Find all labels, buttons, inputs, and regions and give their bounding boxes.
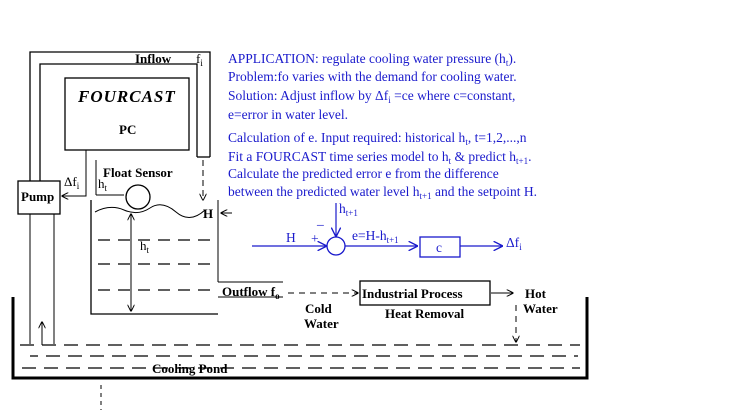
note-line-8: between the predicted water level ht+1 a… <box>228 184 537 201</box>
pump-control-arrow <box>62 150 87 196</box>
pc-box <box>64 77 190 151</box>
note-line-3: Solution: Adjust inflow by Δfi =ce where… <box>228 88 515 105</box>
inflow-label: Inflow <box>135 51 172 66</box>
pump-pipe <box>29 214 55 344</box>
note-line-7: Calculate the predicted error e from the… <box>228 166 499 181</box>
tank-water-dashes <box>98 239 212 291</box>
note-line-6: Fit a FOURCAST time series model to ht &… <box>228 149 531 166</box>
hot-water-label: Water <box>523 301 558 316</box>
loop-ht1-label: ht+1 <box>339 201 358 218</box>
cooling-pond-label: Cooling Pond <box>152 361 228 376</box>
cold-water-label: Water <box>304 316 339 331</box>
loop-minus-sign: _ <box>316 212 324 227</box>
note-line-2: Problem:fo varies with the demand for co… <box>228 69 517 84</box>
cold-label: Cold <box>305 301 333 316</box>
gain-c-box <box>419 236 461 258</box>
outflow-label: Outflow fo <box>222 284 280 301</box>
water-surface <box>94 204 206 218</box>
heat-removal-label: Heat Removal <box>385 306 464 321</box>
tank-walls <box>90 200 218 315</box>
ht-sensor-label: ht <box>98 176 108 193</box>
setpoint-H-label: H <box>203 206 213 221</box>
pc-label: PC <box>119 122 136 137</box>
fi-label: fi <box>196 51 203 68</box>
loop-plus-sign: + <box>311 231 319 246</box>
pump-label: Pump <box>21 189 54 204</box>
pump-box <box>17 180 61 215</box>
summing-junction <box>326 236 346 256</box>
industrial-process-label: Industrial Process <box>362 286 463 301</box>
inflow-pipe <box>29 51 211 181</box>
float-sensor-label: Float Sensor <box>103 165 173 180</box>
pond-water-dashes <box>20 344 580 369</box>
cooling-pond-basin <box>11 297 589 380</box>
hot-label: Hot <box>525 286 547 301</box>
control-loop: H + _ ht+1 e=H-ht+1 c Δfi <box>252 201 522 258</box>
float-ball <box>125 184 151 210</box>
note-line-1: APPLICATION: regulate cooling water pres… <box>228 51 516 68</box>
notes-block: APPLICATION: regulate cooling water pres… <box>228 51 537 201</box>
ht-level-label: ht <box>140 238 150 255</box>
loop-output-label: Δfi <box>506 235 522 252</box>
fourcast-logo: FOURCAST <box>77 87 176 106</box>
note-line-4: e=error in water level. <box>228 107 348 122</box>
delta-fi-label: Δfi <box>64 174 80 191</box>
note-line-5: Calculation of e. Input required: histor… <box>228 130 527 147</box>
gain-c-label: c <box>436 240 442 255</box>
industrial-process-box <box>359 280 491 306</box>
loop-H-label: H <box>286 230 296 245</box>
loop-error-equation: e=H-ht+1 <box>352 228 399 245</box>
